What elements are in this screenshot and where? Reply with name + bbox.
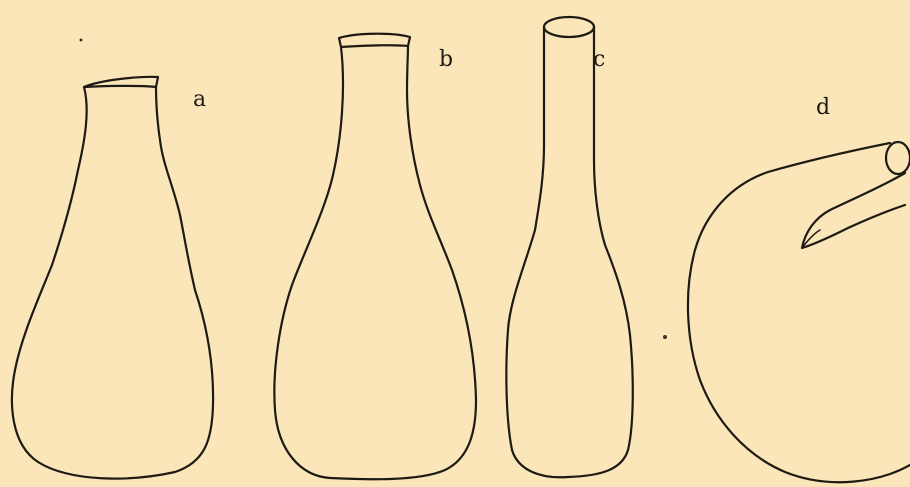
figure-label-b: b <box>439 49 453 71</box>
vessel-c-outline <box>506 17 632 477</box>
paper-speck <box>80 39 83 42</box>
vessel-d-outline <box>688 142 910 482</box>
paper-speck <box>663 335 667 339</box>
figure-label-c: c <box>593 49 605 71</box>
vessel-b-outline <box>274 34 476 480</box>
figure-label-a: a <box>193 89 206 111</box>
vessel-a-outline <box>12 77 213 479</box>
figure-label-d: d <box>816 97 830 119</box>
